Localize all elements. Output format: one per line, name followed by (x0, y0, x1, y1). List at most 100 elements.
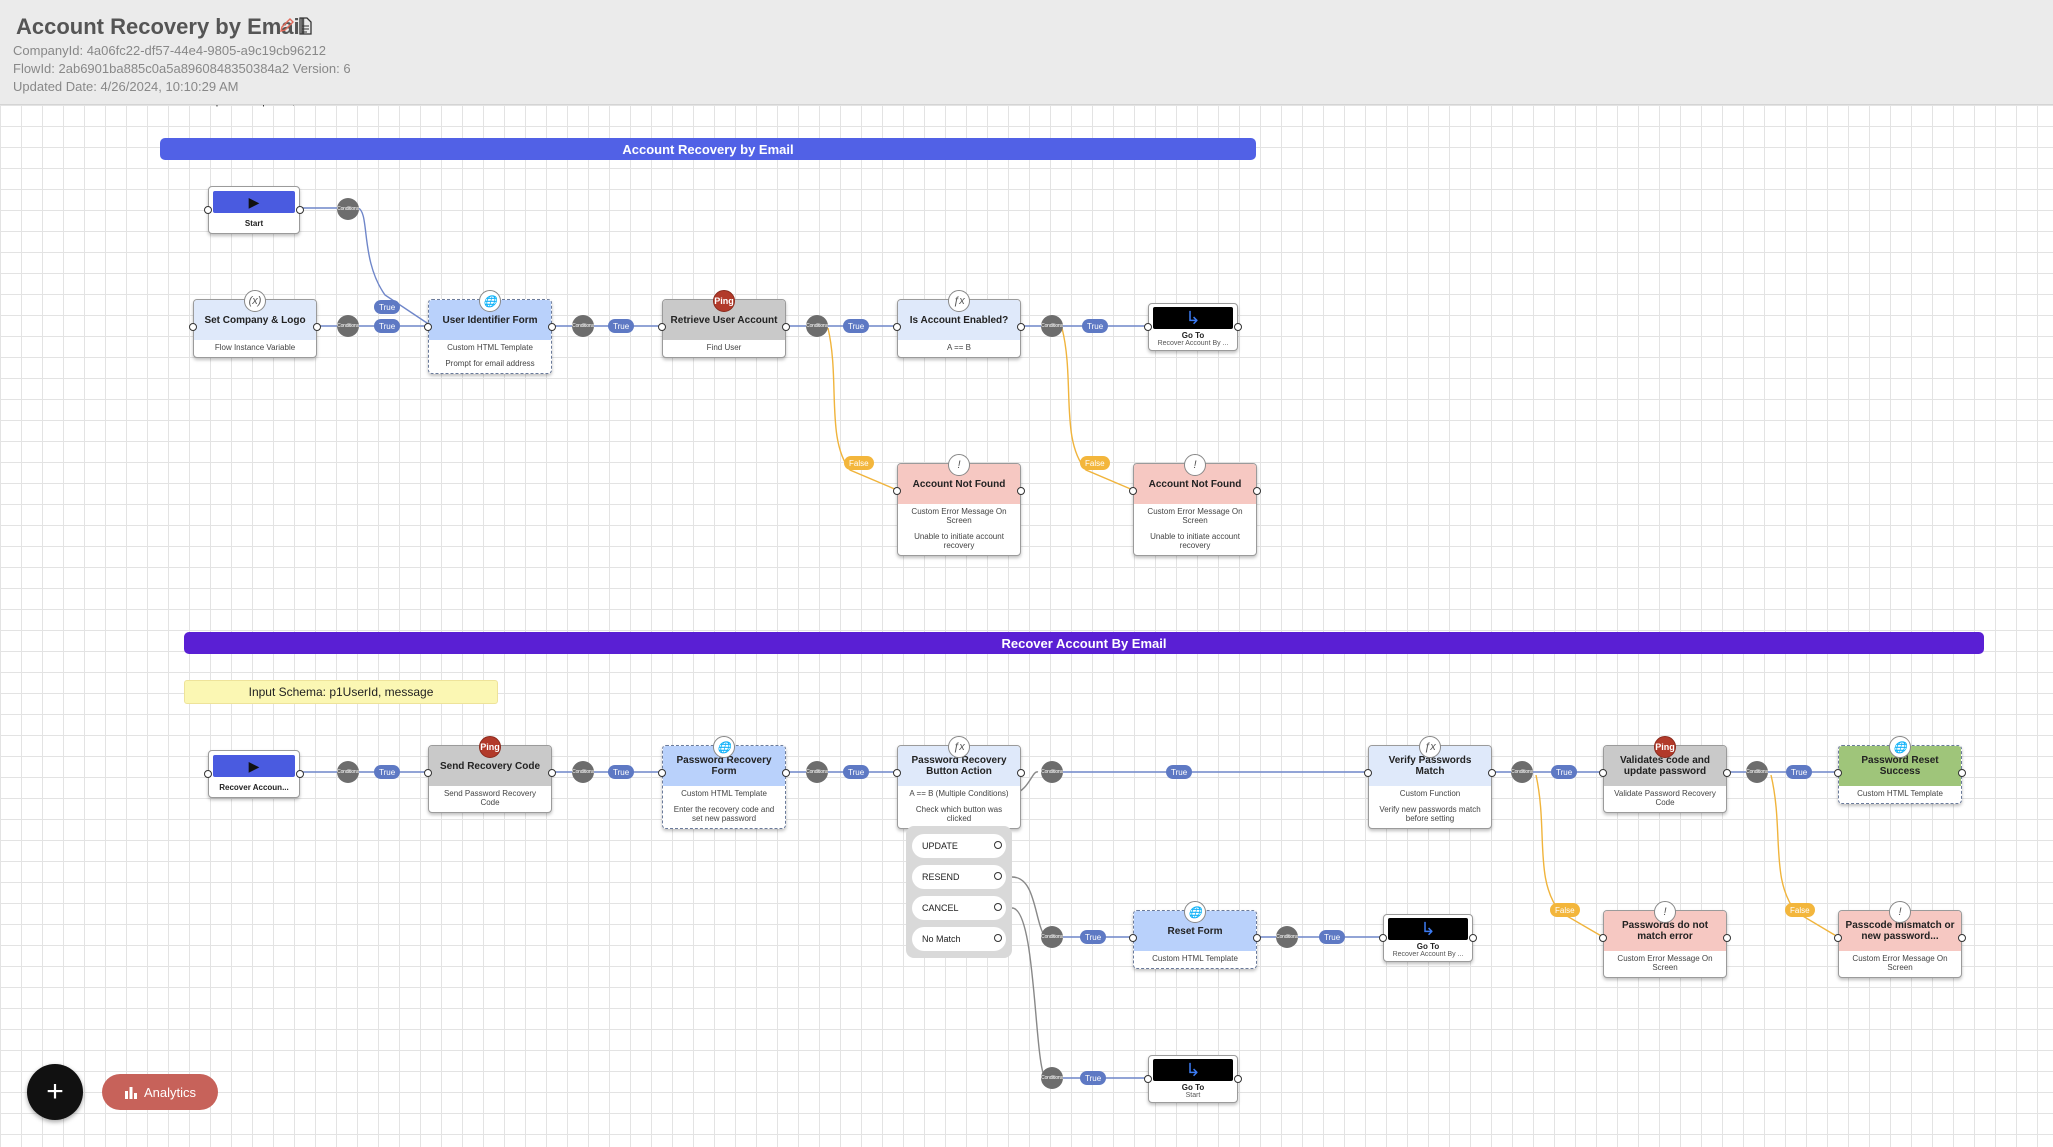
port[interactable] (1958, 769, 1966, 777)
port[interactable] (1129, 934, 1137, 942)
goto-recover-node[interactable]: ↳ Go To Recover Account By ... (1379, 914, 1477, 962)
verify-passwords-match-node[interactable]: ƒx Verify Passwords Match Custom Functio… (1364, 736, 1496, 829)
port[interactable] (548, 769, 556, 777)
port[interactable] (424, 769, 432, 777)
port[interactable] (1017, 769, 1025, 777)
condition-node[interactable]: Conditions (1276, 926, 1298, 948)
node-subtitle: A == B (Multiple Conditions) (909, 789, 1009, 798)
port[interactable] (1234, 1075, 1242, 1083)
port[interactable] (1253, 934, 1261, 942)
flow-id: FlowId: 2ab6901ba885c0a5a8960848350384a2… (13, 61, 351, 76)
port[interactable] (1253, 487, 1261, 495)
port[interactable] (893, 769, 901, 777)
condition-node[interactable]: Conditions (1041, 761, 1063, 783)
retrieve-user-account-node[interactable]: Ping Retrieve User Account Find User (658, 290, 790, 358)
goto-target: Start (1185, 1092, 1201, 1099)
port[interactable] (1144, 323, 1152, 331)
condition-node[interactable]: Conditions (572, 761, 594, 783)
true-pill: True (843, 765, 870, 779)
alert-icon: ! (1889, 901, 1911, 923)
condition-node[interactable]: Conditions (337, 761, 359, 783)
condition-node[interactable]: Conditions (1511, 761, 1533, 783)
function-icon: ƒx (1419, 736, 1441, 758)
passwords-mismatch-error-node[interactable]: ! Passwords do not match error Custom Er… (1599, 901, 1731, 978)
condition-node[interactable]: Conditions (337, 198, 359, 220)
condition-node[interactable]: Conditions (806, 761, 828, 783)
port[interactable] (994, 903, 1002, 911)
port[interactable] (1599, 934, 1607, 942)
goto-start-node[interactable]: ↳ Go To Start (1144, 1055, 1242, 1103)
port[interactable] (782, 323, 790, 331)
port[interactable] (994, 841, 1002, 849)
account-not-found-node[interactable]: ! Account Not Found Custom Error Message… (1129, 454, 1261, 556)
port[interactable] (994, 934, 1002, 942)
port[interactable] (658, 769, 666, 777)
port[interactable] (1958, 934, 1966, 942)
port[interactable] (658, 323, 666, 331)
condition-node[interactable]: Conditions (572, 315, 594, 337)
reset-form-node[interactable]: 🌐 Reset Form Custom HTML Template (1129, 901, 1261, 969)
passcode-mismatch-node[interactable]: ! Passcode mismatch or new password... C… (1834, 901, 1966, 978)
option-resend[interactable]: RESEND (912, 865, 1006, 889)
account-not-found-node[interactable]: ! Account Not Found Custom Error Message… (893, 454, 1025, 556)
port[interactable] (1469, 934, 1477, 942)
node-description: Unable to initiate account recovery (1150, 532, 1240, 550)
port[interactable] (1599, 769, 1607, 777)
user-identifier-form-node[interactable]: 🌐 User Identifier Form Custom HTML Templ… (424, 290, 556, 374)
option-update[interactable]: UPDATE (912, 834, 1006, 858)
add-node-button[interactable]: + (27, 1064, 83, 1120)
port[interactable] (1017, 487, 1025, 495)
port[interactable] (1834, 769, 1842, 777)
globe-icon: 🌐 (1889, 736, 1911, 758)
node-description: Check which button was clicked (915, 805, 1003, 823)
condition-node[interactable]: Conditions (1041, 1067, 1063, 1089)
port[interactable] (1129, 487, 1137, 495)
document-icon[interactable] (297, 17, 313, 35)
port[interactable] (893, 487, 901, 495)
port[interactable] (313, 323, 321, 331)
option-no-match[interactable]: No Match (912, 927, 1006, 951)
port[interactable] (1723, 934, 1731, 942)
port[interactable] (1364, 769, 1372, 777)
password-reset-success-node[interactable]: 🌐 Password Reset Success Custom HTML Tem… (1834, 736, 1966, 804)
port[interactable] (893, 323, 901, 331)
port[interactable] (424, 323, 432, 331)
node-subtitle: Custom Error Message On Screen (1852, 954, 1948, 972)
port[interactable] (994, 872, 1002, 880)
send-recovery-code-node[interactable]: Ping Send Recovery Code Send Password Re… (424, 736, 556, 813)
port[interactable] (1723, 769, 1731, 777)
password-recovery-button-action-node[interactable]: ƒx Password Recovery Button Action A == … (893, 736, 1025, 829)
condition-node[interactable]: Conditions (337, 315, 359, 337)
port[interactable] (296, 770, 304, 778)
edit-icon[interactable] (278, 17, 294, 35)
port[interactable] (1834, 934, 1842, 942)
is-account-enabled-node[interactable]: ƒx Is Account Enabled? A == B (893, 290, 1025, 358)
start-node[interactable]: ▶ Start (204, 186, 304, 234)
condition-node[interactable]: Conditions (806, 315, 828, 337)
condition-node[interactable]: Conditions (1041, 926, 1063, 948)
port[interactable] (782, 769, 790, 777)
port[interactable] (189, 323, 197, 331)
true-pill: True (1082, 319, 1109, 333)
port[interactable] (296, 206, 304, 214)
wire (357, 207, 431, 326)
condition-node[interactable]: Conditions (1041, 315, 1063, 337)
validate-code-update-password-node[interactable]: Ping Validates code and update password … (1599, 736, 1731, 813)
port[interactable] (204, 206, 212, 214)
port[interactable] (204, 770, 212, 778)
port[interactable] (1017, 323, 1025, 331)
option-cancel[interactable]: CANCEL (912, 896, 1006, 920)
condition-node[interactable]: Conditions (1746, 761, 1768, 783)
port[interactable] (548, 323, 556, 331)
goto-recover-node[interactable]: ↳ Go To Recover Account By ... (1144, 303, 1242, 351)
port[interactable] (1379, 934, 1387, 942)
analytics-button[interactable]: Analytics (102, 1074, 218, 1110)
set-company-logo-node[interactable]: (x) Set Company & Logo Flow Instance Var… (189, 290, 321, 358)
recover-start-node[interactable]: ▶ Recover Accoun... (204, 750, 304, 798)
port[interactable] (1144, 1075, 1152, 1083)
port[interactable] (1488, 769, 1496, 777)
false-pill: False (1080, 456, 1110, 470)
password-recovery-form-node[interactable]: 🌐 Password Recovery Form Custom HTML Tem… (658, 736, 790, 829)
port[interactable] (1234, 323, 1242, 331)
